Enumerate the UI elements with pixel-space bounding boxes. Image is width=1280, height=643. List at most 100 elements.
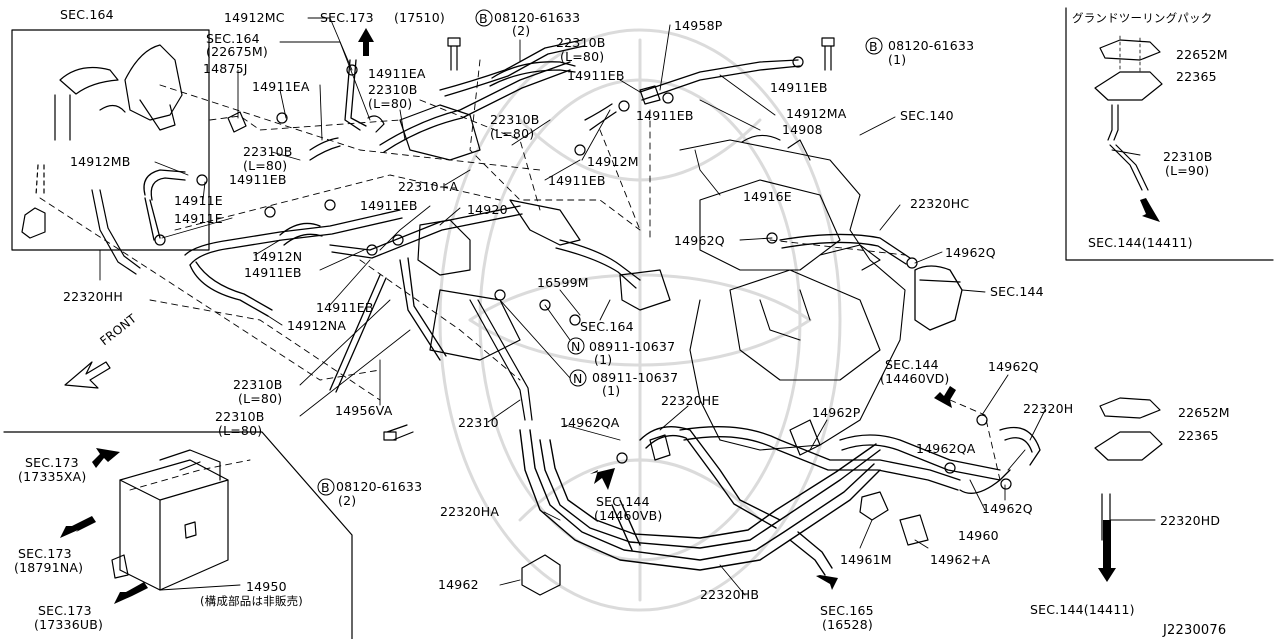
bolts	[383, 37, 835, 441]
vacuum-hoses-upper	[143, 39, 801, 393]
label-22310B-e-len: (L=80)	[238, 391, 283, 406]
dashed-leaders	[39, 59, 1001, 491]
label-nut-1: 08911-10637	[589, 339, 676, 354]
label-nut-2-qty: (1)	[602, 383, 621, 398]
label-14962QA-b: 14962QA	[916, 441, 976, 456]
label-sec173-c: SEC.173	[18, 546, 72, 561]
label-sec144-b: SEC.144	[885, 357, 939, 372]
inset-right-parts	[1094, 35, 1163, 191]
diagram-id: J2230076	[1163, 623, 1227, 638]
label-14911EA-b: 14911EA	[252, 79, 310, 94]
br-label-22320HD: 22320HD	[1160, 513, 1221, 528]
label-bolt-1-qty: (2)	[512, 23, 531, 38]
label-22310B-a-len: (L=80)	[560, 49, 605, 64]
label-22310B-d-len: (L=80)	[243, 158, 288, 173]
label-22310B-c: 22310B	[490, 112, 540, 127]
label-14950-note: (構成部品は非販売)	[200, 594, 303, 608]
engine-outline	[679, 134, 906, 451]
label-14911EB-e: 14911EB	[548, 173, 606, 188]
bolt-marker-2: B	[869, 39, 878, 54]
label-14962Q-a: 14962Q	[674, 233, 725, 248]
label-sec173-b: SEC.173	[25, 455, 79, 470]
label-14911EB-c: 14911EB	[636, 108, 694, 123]
label-14908: 14908	[782, 122, 823, 137]
br-label-22365: 22365	[1178, 428, 1219, 443]
label-14956VA: 14956VA	[335, 403, 393, 418]
canister-14950	[111, 449, 229, 591]
markers	[317, 9, 883, 496]
label-bolt-3: 08120-61633	[336, 479, 423, 494]
nut-marker-1: N	[571, 339, 581, 354]
label-14961M: 14961M	[840, 552, 892, 567]
label-sec144-b-code: (14460VD)	[880, 371, 950, 386]
label-14960: 14960	[958, 528, 999, 543]
inset-label-22652M: 22652M	[1176, 47, 1228, 62]
label-nut-1-qty: (1)	[594, 352, 613, 367]
label-22310B-c-len: (L=80)	[490, 126, 535, 141]
label-14920: 14920	[467, 202, 508, 217]
label-22310: 22310	[458, 415, 499, 430]
inset-label-22310B-len: (L=90)	[1165, 163, 1210, 178]
label-22320H: 22320H	[1023, 401, 1074, 416]
label-14911EA-a: 14911EA	[368, 66, 426, 81]
label-22320HH: 22320HH	[63, 289, 123, 304]
label-14962Q-b: 14962Q	[945, 245, 996, 260]
label-14912NA: 14912NA	[287, 318, 347, 333]
label-14962plusA: 14962+A	[930, 552, 991, 567]
label-sec164-c: SEC.164	[580, 319, 634, 334]
br-label-sec144: SEC.144(14411)	[1030, 602, 1135, 617]
purge-valve-left	[21, 44, 183, 239]
label-14912MB: 14912MB	[70, 154, 131, 169]
hoses-lower	[519, 426, 881, 576]
label-14875J: 14875J	[203, 61, 248, 76]
label-14911EB-f: 14911EB	[360, 198, 418, 213]
label-14911E-a: 14911E	[174, 193, 223, 208]
label-sec144-c-code: (14460VB)	[594, 508, 663, 523]
label-14962Q-d: 14962Q	[982, 501, 1033, 516]
label-14912M: 14912M	[587, 154, 639, 169]
label-14916E: 14916E	[743, 189, 792, 204]
bolt-marker-3: B	[321, 480, 330, 495]
inset-right-box	[1065, 7, 1274, 261]
label-14912MC: 14912MC	[224, 10, 285, 25]
label-bolt-1: 08120-61633	[494, 10, 581, 25]
label-22320HC: 22320HC	[910, 196, 970, 211]
inset-left-box	[11, 29, 210, 251]
label-14962QA-a: 14962QA	[560, 415, 620, 430]
label-sec144-a: SEC.144	[990, 284, 1044, 299]
label-sec164-a: SEC.164	[60, 7, 114, 22]
label-22320HB: 22320HB	[700, 587, 760, 602]
leader-lines	[99, 17, 1156, 596]
label-14911EB-a: 14911EB	[567, 68, 625, 83]
hoses-right	[679, 233, 1041, 494]
label-14958P: 14958P	[674, 18, 723, 33]
label-14911EB-d: 14911EB	[229, 172, 287, 187]
label-14962: 14962	[438, 577, 479, 592]
label-22320HE: 22320HE	[661, 393, 720, 408]
label-22310B-e: 22310B	[233, 377, 283, 392]
label-22310B-b-len: (L=80)	[368, 96, 413, 111]
label-sec173-c-code: (18791NA)	[14, 560, 84, 575]
inset-bottom-right-parts	[1094, 397, 1163, 541]
label-sec165-code: (16528)	[822, 617, 873, 632]
bracket-cluster	[399, 104, 671, 421]
label-sec173-a-code: (17510)	[394, 10, 445, 25]
label-sec140: SEC.140	[900, 108, 954, 123]
inset-label-22310B: 22310B	[1163, 149, 1213, 164]
label-14912N: 14912N	[252, 249, 303, 264]
arrows	[60, 28, 1160, 604]
label-14911EB-b: 14911EB	[770, 80, 828, 95]
label-bolt-2-qty: (1)	[888, 52, 907, 67]
label-nut-2: 08911-10637	[592, 370, 679, 385]
label-14911E-b: 14911E	[174, 211, 223, 226]
front-arrow	[64, 361, 111, 389]
label-14911EB-g: 14911EB	[244, 265, 302, 280]
label-sec144-c: SEC.144	[596, 494, 650, 509]
small-parts	[154, 56, 1012, 596]
inset-label-22365: 22365	[1176, 69, 1217, 84]
label-sec173-d: SEC.173	[38, 603, 92, 618]
inset-bottom-left-box	[3, 431, 353, 640]
label-bolt-3-qty: (2)	[338, 493, 357, 508]
